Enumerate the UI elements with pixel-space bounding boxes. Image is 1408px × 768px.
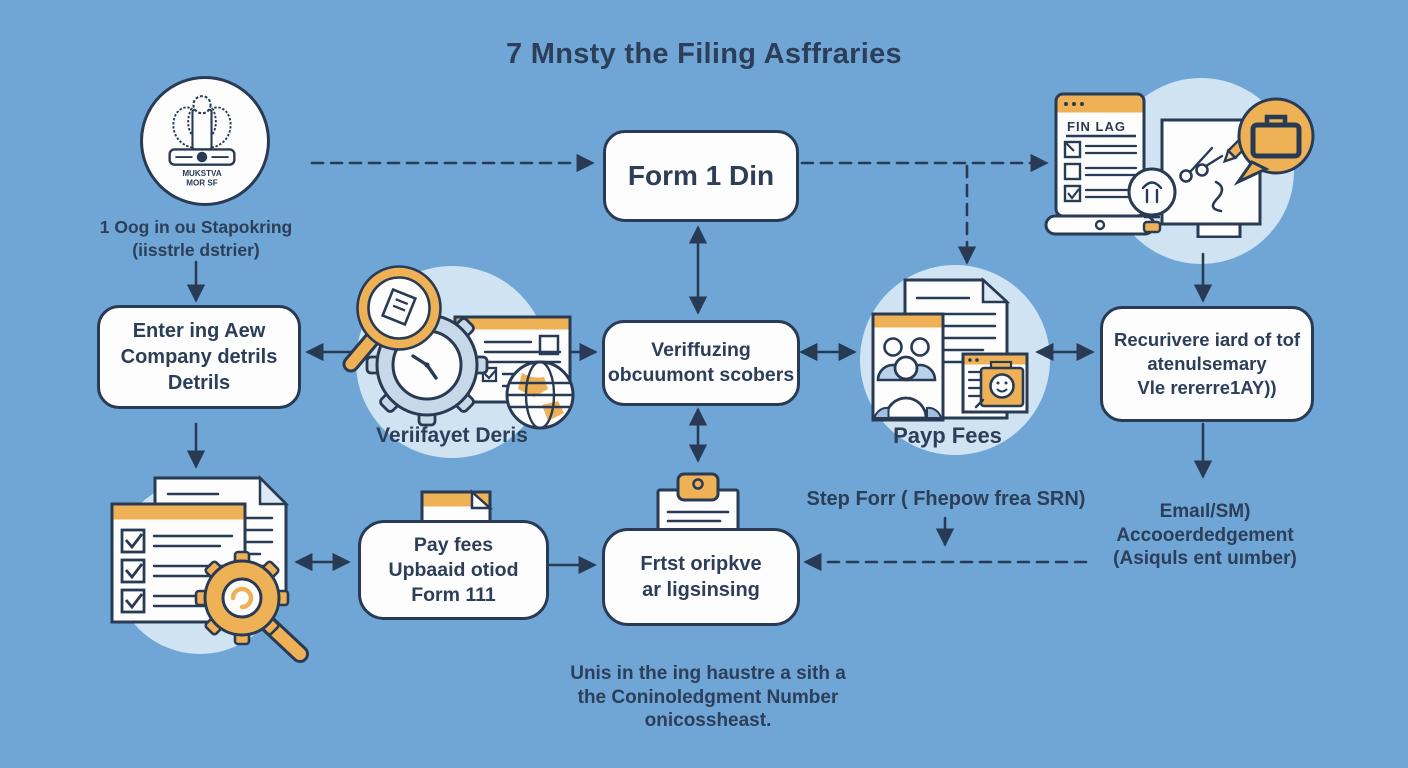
email-ack-caption: Emaıl/SM) Accooerdedgement (Asiquls ent … xyxy=(1082,500,1328,571)
upload-line3: Form 111 xyxy=(411,583,496,606)
whiteboard-icon xyxy=(1160,118,1262,239)
step-four-text: Step Forr ( Fhepow frea SRN) xyxy=(806,488,1086,510)
footer-line3: onicossheast. xyxy=(644,710,772,731)
emblem-text-line1: MUKSTVA xyxy=(182,169,222,178)
footer-note: Unis in the ing haustre a sith a the Con… xyxy=(538,662,878,733)
magnifier-icon xyxy=(342,265,442,373)
emblem-wheel xyxy=(196,151,208,163)
camera-window-icon xyxy=(961,352,1029,414)
enter-company-line3: Detrils xyxy=(167,372,231,394)
step-four-caption: Step Forr ( Fhepow frea SRN) xyxy=(790,488,1102,511)
receive-line1: Recurivere iard of tof xyxy=(1113,329,1301,350)
form-din-box: Form 1 Din xyxy=(603,130,799,222)
fin-lag-cluster: FIN LAG xyxy=(1040,86,1320,243)
emblem-pillar xyxy=(191,108,213,151)
receive-line3: Vle rererre1AY)) xyxy=(1137,377,1277,398)
emblem-left-lion xyxy=(172,106,195,149)
email-line2: Accooerdedgement xyxy=(1116,524,1294,546)
verify-details-text: Veriifayet Deris xyxy=(376,424,528,447)
people-window-icon xyxy=(871,312,945,422)
checklist-icon xyxy=(110,502,247,624)
tablet-icon: FIN LAG xyxy=(1044,92,1156,236)
verify-details-label: Veriifayet Deris xyxy=(332,424,572,448)
login-caption-line1: 1 Oog in ou Stapokring xyxy=(99,217,293,237)
lightbulb-icon xyxy=(1127,167,1177,234)
verifying-line1: Veriffuzing xyxy=(651,339,751,361)
enter-company-line1: Enter ing Aew xyxy=(132,320,266,342)
pay-fees-label: Payp Fees xyxy=(855,423,1040,449)
pay-fees-text: Payp Fees xyxy=(893,423,1002,448)
pay-fees-cluster xyxy=(865,272,1040,435)
login-caption-line2: (iisstrle dstrier) xyxy=(132,240,260,260)
verify-details-cluster xyxy=(335,262,585,447)
first-approve-box: Frtst oripkve ar ligsinsing xyxy=(602,528,800,626)
emblem-right-lion xyxy=(209,106,232,149)
upload-form-box: Pay fees Upbaaid otiod Form 111 xyxy=(358,520,549,620)
emblem-head xyxy=(192,95,212,115)
emblem-text-line2: MOR SF xyxy=(186,179,217,188)
fin-lag-screen-title: FIN LAG xyxy=(1067,119,1126,134)
upload-line2: Upbaaid otiod xyxy=(388,558,519,581)
upload-tab-icon xyxy=(416,486,496,531)
checklist-docs-cluster xyxy=(100,468,310,668)
globe-icon xyxy=(505,360,575,430)
receive-line2: atenulsemary xyxy=(1147,353,1267,374)
enter-company-line2: Company detrils xyxy=(120,346,278,368)
page-title: 7 Mnsty the Filing Asffraries xyxy=(506,38,902,70)
email-line1: Emaıl/SM) xyxy=(1159,501,1251,522)
receive-ack-box: Recurivere iard of tof atenulsemary Vle … xyxy=(1100,306,1314,422)
first-approve-line1: Frtst oripkve xyxy=(640,553,762,575)
first-approve-line2: ar ligsinsing xyxy=(642,579,760,601)
upload-line1: Pay fees xyxy=(413,533,494,556)
enter-company-box: Enter ing Aew Company detrils Detrils xyxy=(97,305,301,409)
briefcase-bubble-icon xyxy=(1233,97,1315,186)
form-din-label: Form 1 Din xyxy=(627,160,775,191)
login-step-caption: 1 Oog in ou Stapokring (iisstrle dstrier… xyxy=(56,216,336,262)
verifying-documents-box: Veriffuzing obcuumont scobers xyxy=(602,320,800,406)
footer-line2: the Coninoledgment Number xyxy=(577,686,839,708)
india-emblem-icon: MUKSTVA MOR SF xyxy=(140,76,270,206)
email-line3: (Asiquls ent uımber) xyxy=(1113,548,1297,569)
footer-line1: Unis in the ing haustre a sith a xyxy=(570,663,846,684)
verifying-line2: obcuumont scobers xyxy=(607,364,795,386)
gear-magnifier-icon xyxy=(194,550,309,663)
